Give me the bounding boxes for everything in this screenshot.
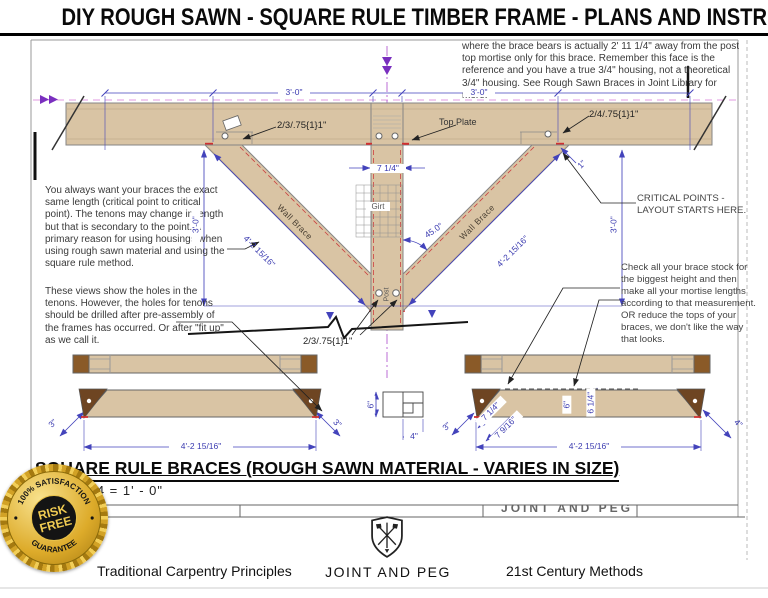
top-plate-beam bbox=[51, 95, 727, 151]
note-top-right: where the brace bears is actually 2' 11 … bbox=[462, 41, 740, 101]
page-title: DIY ROUGH SAWN - SQUARE RULE TIMBER FRAM… bbox=[61, 4, 768, 31]
dim-detail-4: 4" bbox=[404, 431, 424, 442]
callout-post-bottom: 2/3/.75{1}1" bbox=[303, 336, 353, 347]
dim-post-width: 7 1/4" bbox=[370, 163, 406, 174]
datum-marker-left bbox=[40, 95, 58, 104]
brace-side-view-left bbox=[78, 388, 322, 419]
peg-hole bbox=[375, 289, 383, 297]
peg-hole bbox=[221, 132, 229, 140]
peg-blank bbox=[222, 115, 242, 131]
peg-hole bbox=[308, 398, 314, 404]
girt-label: Girt bbox=[366, 202, 390, 211]
peg-hole bbox=[692, 398, 698, 404]
dim-br-height-6-14: 6 1/4" bbox=[585, 388, 596, 417]
note-brace-stock: Check all your brace stock for the bigge… bbox=[621, 262, 756, 345]
footer-brand: JOINT AND PEG bbox=[325, 564, 451, 580]
badge-text: 100% SATISFACTION GUARANTEE RISK FREE bbox=[14, 477, 94, 554]
note-left-1: You always want your braces the exact sa… bbox=[45, 185, 225, 270]
dim-left-height: 3'-0" bbox=[190, 206, 201, 243]
dim-bl-length: 4'-2 15/16" bbox=[169, 441, 233, 452]
peg-hole bbox=[375, 132, 383, 140]
crossed-axes-icon bbox=[375, 522, 399, 554]
note-left-2: These views show the holes in the tenons… bbox=[45, 286, 224, 346]
callout-leaders bbox=[176, 115, 636, 412]
footer-tagline-left: Traditional Carpentry Principles bbox=[97, 563, 292, 579]
peg-hole bbox=[479, 398, 485, 404]
dim-top-right-span: 3'-0" bbox=[463, 87, 495, 98]
post bbox=[369, 144, 405, 331]
break-mark-right bbox=[693, 95, 727, 151]
callout-plate-right: 2/4/.75{1}1" bbox=[589, 109, 639, 120]
satisfaction-badge: 100% SATISFACTION GUARANTEE RISK FREE bbox=[0, 464, 108, 572]
dim-detail-6: 6" bbox=[365, 395, 376, 414]
peg-hole bbox=[392, 289, 400, 297]
footer-tagline-right: 21st Century Methods bbox=[506, 563, 643, 579]
dim-right-height: 3'-0" bbox=[608, 206, 619, 243]
dim-br-height-6: 6" bbox=[561, 395, 572, 414]
sheet-frame bbox=[0, 39, 768, 589]
datum-marker-top bbox=[382, 57, 392, 75]
tenon-cross-section bbox=[382, 391, 424, 418]
section-heading: SQUARE RULE BRACES (ROUGH SAWN MATERIAL … bbox=[35, 458, 620, 482]
brace-top-view-right bbox=[464, 354, 711, 374]
peg-hole bbox=[86, 398, 92, 404]
top-plate-label: Top Plate bbox=[439, 117, 477, 127]
title-block-clipped-text: JOINT AND PEG bbox=[501, 505, 633, 515]
note-critical-points: CRITICAL POINTS - LAYOUT STARTS HERE. bbox=[637, 193, 747, 216]
dim-br-length: 4'-2 15/16" bbox=[557, 441, 621, 452]
callout-plate-left: 2/3/.75{1}1" bbox=[277, 120, 327, 131]
title-rule bbox=[0, 33, 768, 36]
peg-hole bbox=[391, 132, 399, 140]
post-label: Post bbox=[383, 287, 391, 302]
break-mark-left bbox=[51, 95, 85, 151]
post-break-line bbox=[187, 310, 469, 340]
dim-top-left-span: 3'-0" bbox=[278, 87, 310, 98]
peg-hole bbox=[544, 130, 552, 138]
scale-note: 3/4 = 1' - 0" bbox=[84, 483, 163, 498]
joint-and-peg-logo bbox=[371, 516, 403, 558]
brace-top-view-left bbox=[72, 354, 318, 374]
